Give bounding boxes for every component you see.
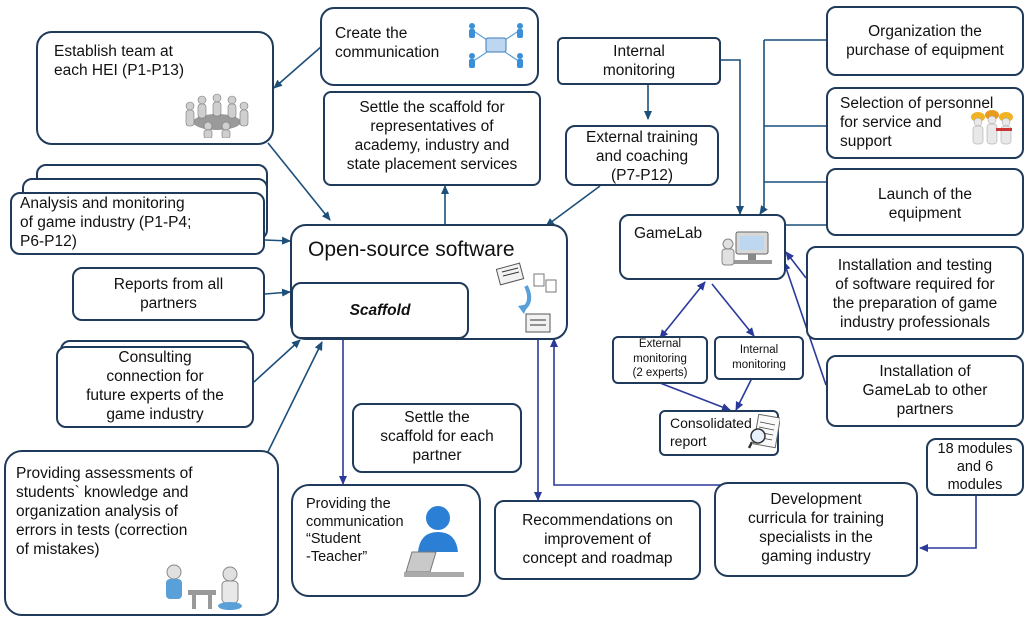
recommendations-box (494, 500, 701, 580)
development-curricula-box (714, 482, 918, 577)
settle-scaffold-partner-box (352, 403, 522, 473)
documents-flow-icon (496, 262, 557, 333)
workers-hardhat-icon (971, 110, 1013, 145)
installation-gamelab-box (826, 355, 1024, 427)
computer-user-icon (721, 231, 772, 266)
analysis-monitoring-box (10, 192, 265, 255)
open-source-title: Open-source software (308, 238, 515, 261)
consulting-box (56, 346, 254, 428)
scaffold-box (291, 282, 469, 339)
modules-box (926, 438, 1024, 496)
internal-monitoring-top-box (557, 37, 721, 85)
magnifier-report-icon (748, 414, 780, 449)
org-purchase-box (826, 6, 1024, 76)
settle-scaffold-reps-box (323, 91, 541, 186)
external-monitoring-box (612, 336, 708, 384)
gamelab-label: GameLab (634, 225, 703, 242)
team-meeting-icon (185, 93, 249, 138)
laptop-person-icon (404, 506, 464, 577)
launch-equipment-box (826, 168, 1024, 236)
installation-testing-box (806, 246, 1024, 340)
reports-box (72, 267, 265, 321)
scaffold-label: Scaffold (349, 302, 411, 319)
student-teacher-icon (166, 564, 242, 610)
internal-monitoring-small-box (714, 336, 804, 380)
network-people-icon (469, 23, 523, 68)
external-training-box (565, 125, 719, 186)
